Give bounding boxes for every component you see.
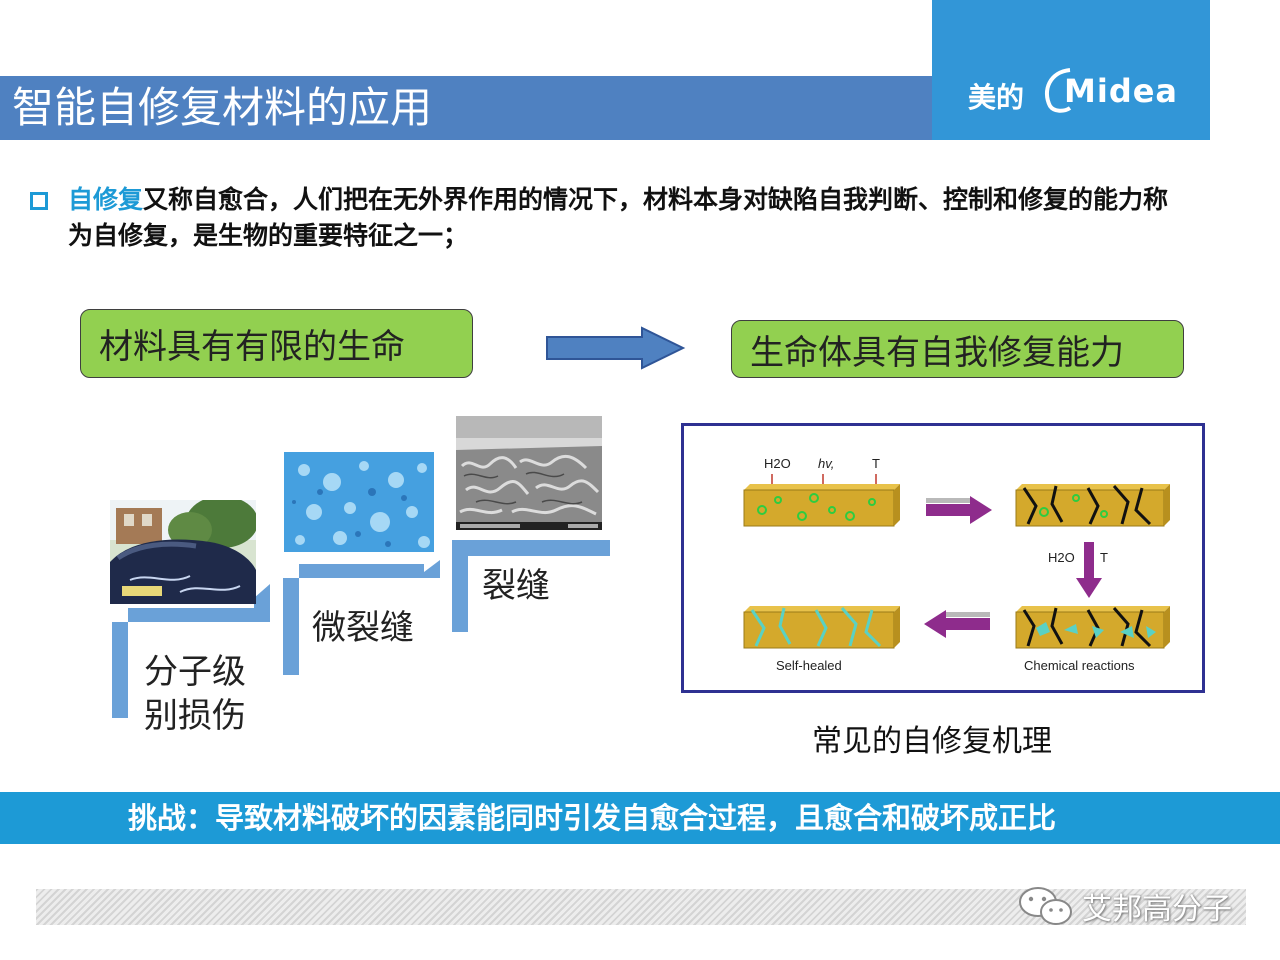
crack-label: 裂缝 — [482, 566, 550, 606]
stair-step-2 — [283, 560, 440, 675]
wechat-icon — [1019, 887, 1072, 925]
down-h2o: H2O — [1048, 550, 1075, 565]
challenge-bar — [0, 792, 1280, 844]
micro-crack-label: 微裂缝 — [312, 608, 414, 648]
arrow-down-icon — [1076, 542, 1102, 598]
arrow-to-damaged-icon — [926, 496, 992, 524]
logo-text-en: Midea — [1064, 72, 1179, 110]
finite-life-box: 材料具有有限的生命 — [80, 309, 473, 378]
watermark-text: 艾邦高分子 — [1082, 892, 1232, 927]
logo-panel — [932, 0, 1210, 140]
self-repair-label: 生命体具有自我修复能力 — [750, 332, 1124, 373]
diagram-caption: 常见的自修复机理 — [812, 724, 1052, 759]
car-scratch-photo — [110, 500, 256, 604]
intact-block — [743, 484, 900, 527]
page-title: 智能自修复材料的应用 — [12, 83, 433, 132]
finite-life-label: 材料具有有限的生命 — [99, 327, 405, 367]
healed-block — [743, 606, 900, 649]
title-bar — [0, 76, 932, 140]
intro-text: 又称自愈合，人们把在无外界作用的情况下，材料本身对缺陷自我判断、控制和修复的能力… — [68, 185, 1169, 250]
intro-highlight: 自修复 — [68, 185, 144, 214]
challenge-text: 挑战：导致材料破坏的因素能同时引发自愈合过程，且愈合和破坏成正比 — [128, 801, 1057, 835]
self-repair-box: 生命体具有自我修复能力 — [731, 320, 1184, 378]
crack-sem-photo — [456, 416, 602, 530]
midea-logo-icon — [1044, 68, 1072, 113]
damaged-block — [1015, 484, 1170, 527]
self-healed-label: Self-healed — [776, 658, 842, 673]
arrow-to-healed-icon — [924, 610, 990, 638]
stimulus-h2o: H2O — [764, 456, 791, 471]
self-healing-mechanism-diagram: H2O hv, T — [681, 423, 1205, 693]
stair-step-1 — [112, 584, 270, 718]
intro-paragraph: 自修复又称自愈合，人们把在无外界作用的情况下，材料本身对缺陷自我判断、控制和修复… — [68, 182, 1178, 254]
reacting-block — [1015, 606, 1170, 649]
stair-step-3 — [452, 540, 610, 632]
stimulus-t: T — [872, 456, 880, 471]
micro-crack-photo — [284, 452, 434, 552]
down-t: T — [1100, 550, 1108, 565]
stimulus-hv: hv, — [818, 456, 834, 471]
chemical-reactions-label: Chemical reactions — [1024, 658, 1135, 673]
logo-text-cn: 美的 — [968, 81, 1025, 114]
bullet-icon — [30, 192, 48, 210]
molecular-damage-label: 分子级 别损伤 — [144, 652, 246, 736]
arrow-right-icon — [546, 326, 686, 370]
